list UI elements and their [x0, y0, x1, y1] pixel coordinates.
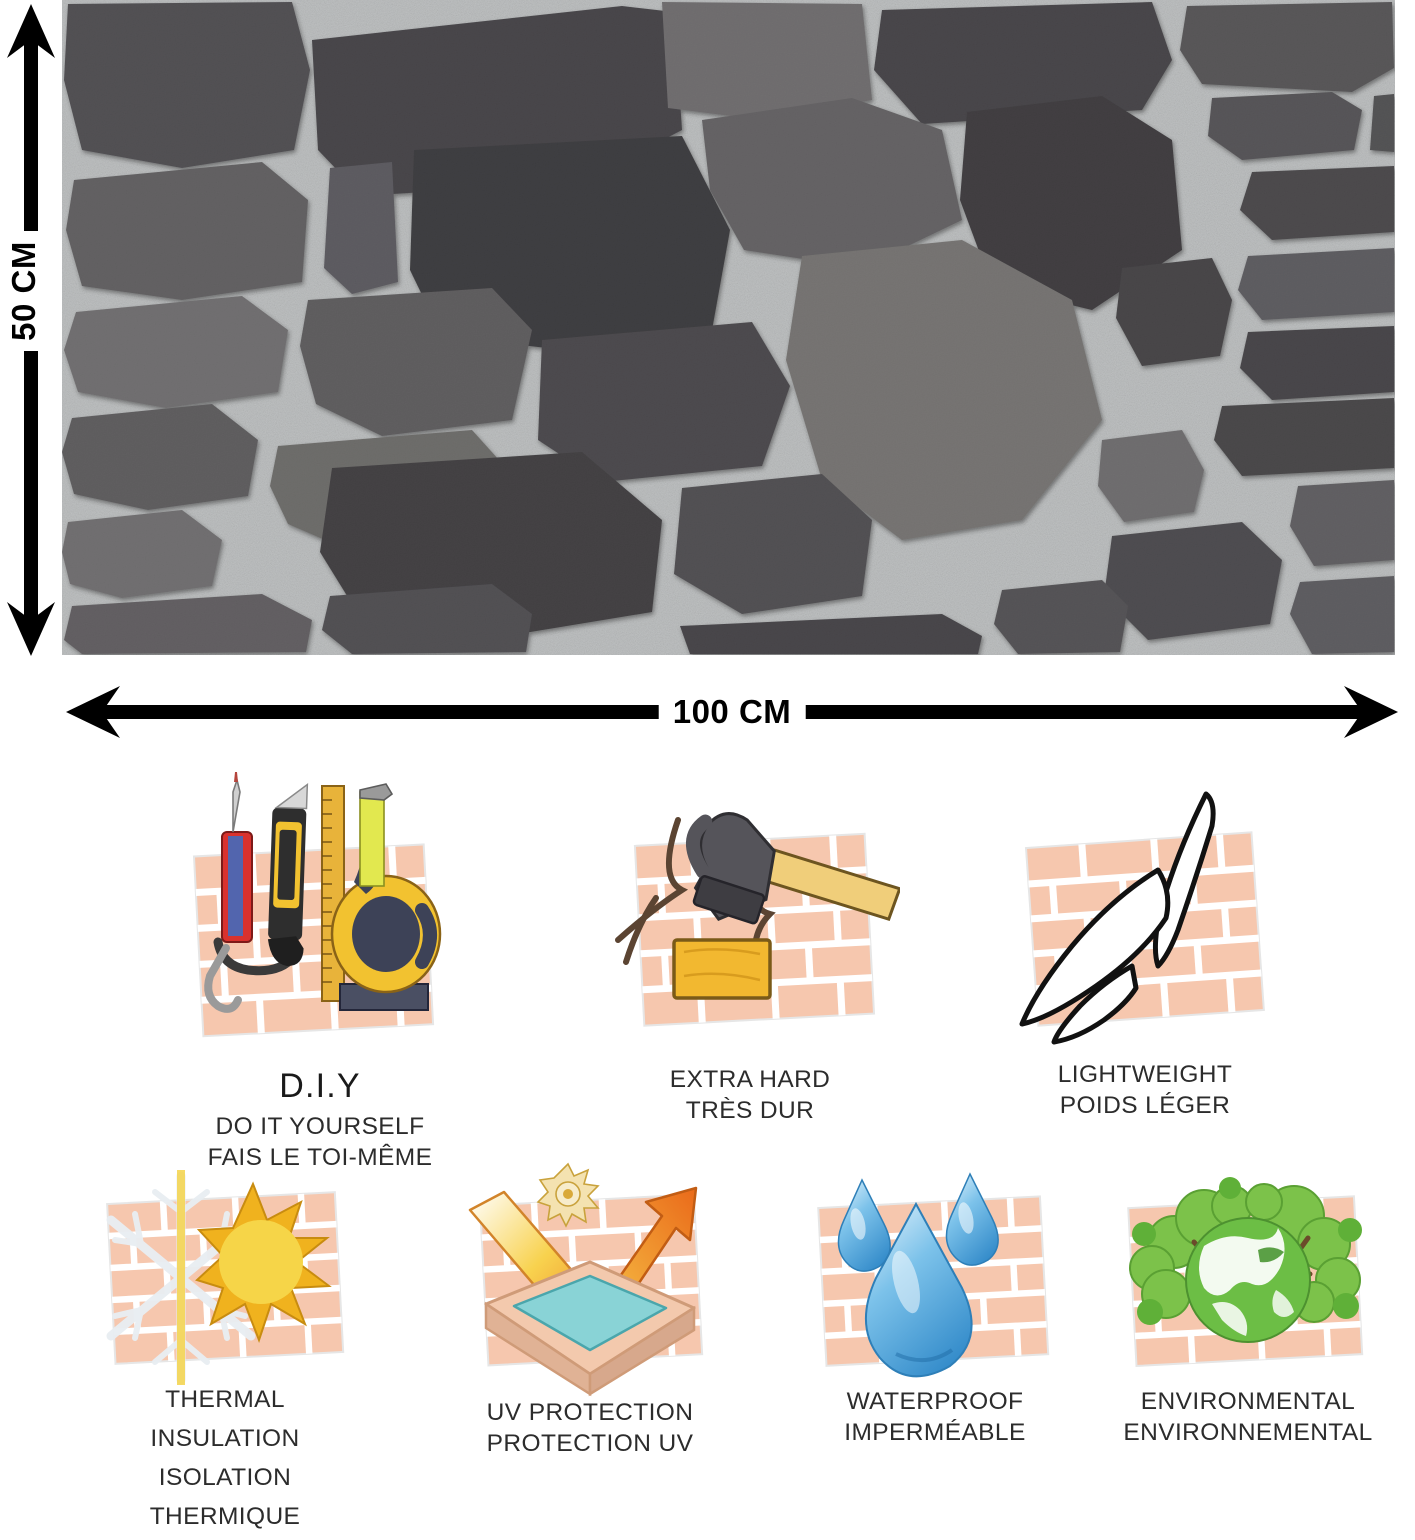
feature-thermal-label: THERMAL INSULATION ISOLATION THERMIQUE — [149, 1386, 301, 1530]
stone-wall-graphic — [62, 0, 1395, 655]
feature-extra-hard: EXTRA HARD TRÈS DUR — [585, 790, 915, 1127]
feather-icon — [1000, 780, 1290, 1060]
feature-lightweight: LIGHTWEIGHT POIDS LÉGER — [990, 780, 1300, 1122]
feature-environmental-label: ENVIRONMENTAL ENVIRONNEMENTAL — [1123, 1388, 1373, 1446]
horizontal-dimension: 100 CM — [62, 672, 1402, 752]
feature-waterproof: WATERPROOF IMPERMÉABLE — [790, 1172, 1080, 1449]
feature-waterproof-label: WATERPROOF IMPERMÉABLE — [844, 1388, 1026, 1446]
feature-diy: D.I.Y DO IT YOURSELF FAIS LE TOI-MÊME — [150, 770, 490, 1174]
feature-uv-label: UV PROTECTION PROTECTION UV — [486, 1399, 694, 1457]
height-dimension-label: 50 CM — [3, 231, 45, 351]
vertical-dimension: 50 CM — [0, 0, 62, 660]
width-dimension-label: 100 CM — [658, 693, 806, 731]
uv-shield-icon — [450, 1158, 730, 1398]
product-stone-panel-image — [62, 0, 1395, 655]
diy-tools-icon — [170, 770, 470, 1065]
snowflake-sun-icon — [93, 1170, 358, 1385]
feature-diy-title: D.I.Y — [279, 1067, 361, 1105]
hammer-icon — [600, 790, 902, 1065]
green-globe-icon — [1108, 1172, 1388, 1387]
feature-lightweight-label: LIGHTWEIGHT POIDS LÉGER — [1057, 1061, 1233, 1119]
feature-uv: UV PROTECTION PROTECTION UV — [440, 1158, 740, 1460]
feature-thermal: THERMAL INSULATION ISOLATION THERMIQUE — [75, 1170, 375, 1540]
feature-diy-label: D.I.Y DO IT YOURSELF FAIS LE TOI-MÊME — [150, 1065, 490, 1174]
feature-environmental: ENVIRONMENTAL ENVIRONNEMENTAL — [1098, 1172, 1398, 1449]
feature-list: D.I.Y DO IT YOURSELF FAIS LE TOI-MÊME — [0, 770, 1415, 1530]
feature-extra-hard-label: EXTRA HARD TRÈS DUR — [669, 1066, 831, 1124]
water-drops-icon — [800, 1172, 1070, 1387]
